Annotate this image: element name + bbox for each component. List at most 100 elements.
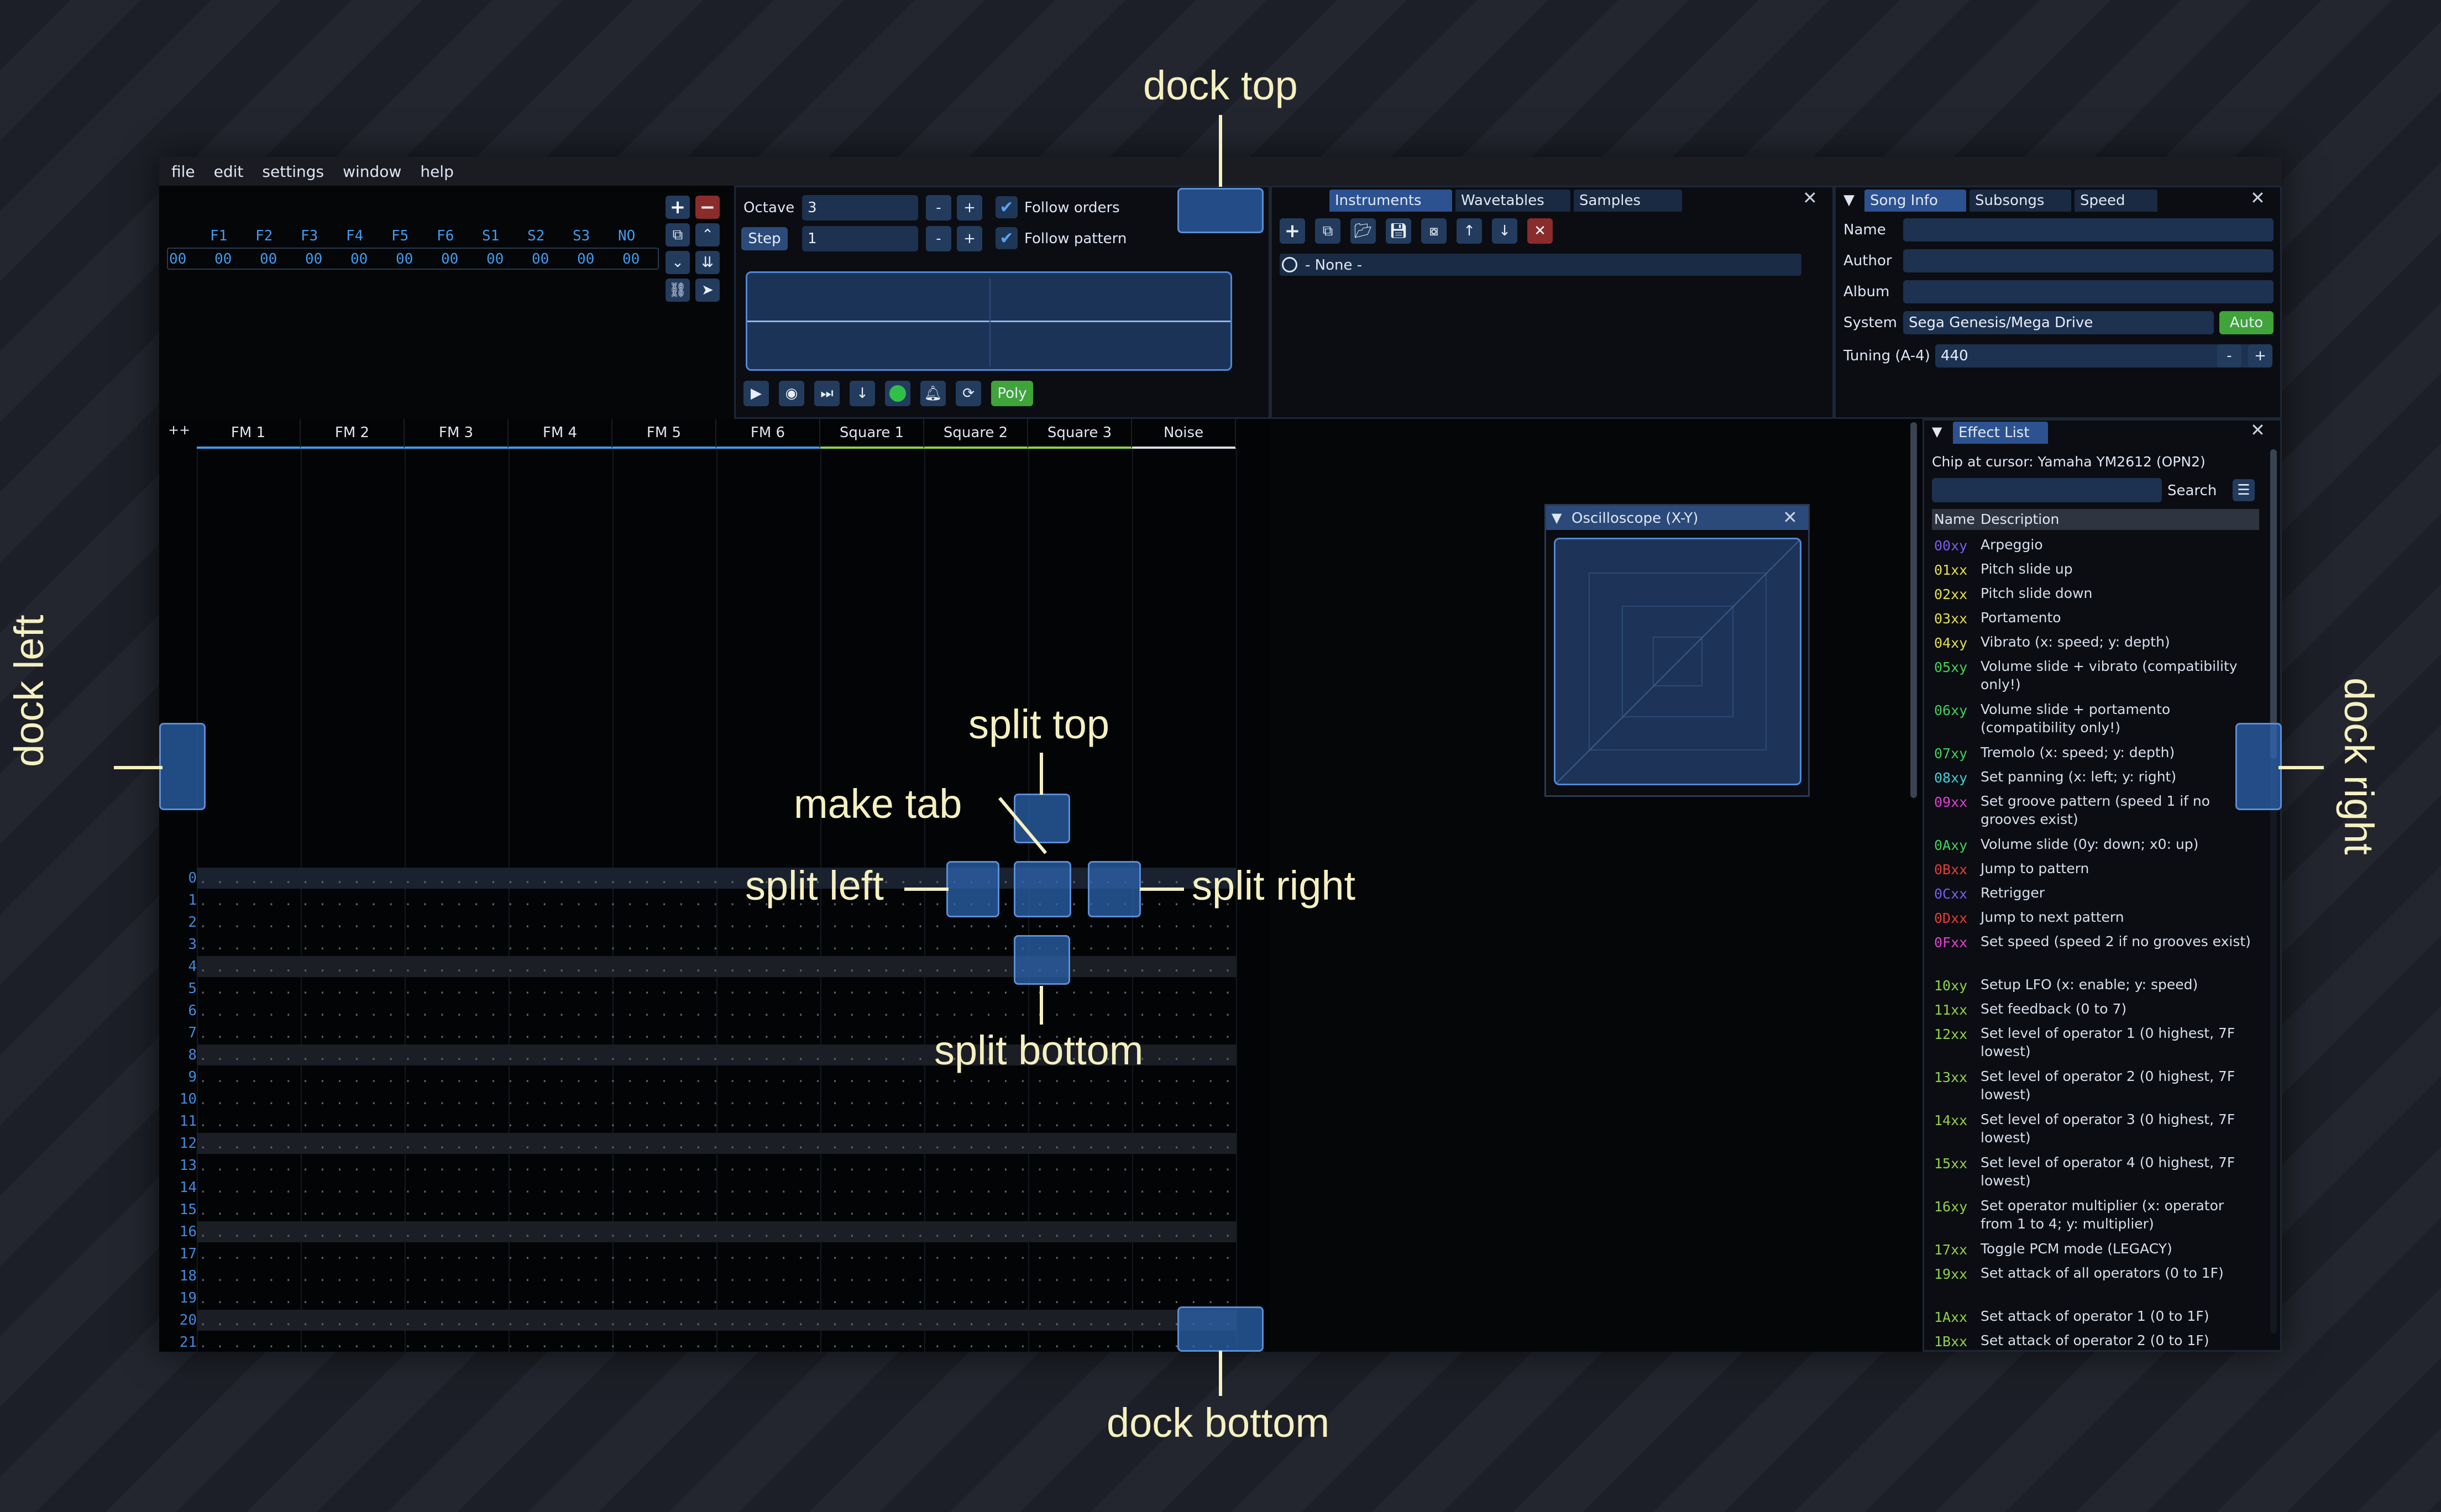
- play-icon[interactable]: ▶: [743, 381, 769, 406]
- move-up-icon[interactable]: ⌃: [695, 223, 720, 246]
- menu-icon[interactable]: ☰: [2233, 479, 2255, 501]
- close-icon[interactable]: ✕: [1783, 507, 1798, 528]
- follow-orders-checkbox[interactable]: ✔: [996, 196, 1018, 218]
- close-icon[interactable]: ✕: [1803, 187, 1817, 208]
- pattern-row[interactable]: . . . . . . . . . . . . . . . . . . . . …: [199, 1247, 1238, 1262]
- pattern-row[interactable]: . . . . . . . . . . . . . . . . . . . . …: [199, 871, 1238, 886]
- pattern-row[interactable]: . . . . . . . . . . . . . . . . . . . . …: [199, 1335, 1238, 1351]
- move-down-icon[interactable]: ⌄: [666, 251, 690, 274]
- tab-instruments[interactable]: Instruments: [1329, 190, 1452, 212]
- split-right-target[interactable]: [1088, 861, 1141, 917]
- dock-bottom-target[interactable]: [1177, 1306, 1264, 1352]
- edit-step-down-icon[interactable]: ↓: [850, 381, 875, 406]
- channel-header[interactable]: Noise: [1132, 419, 1236, 449]
- channel-header[interactable]: FM 3: [405, 419, 509, 449]
- order-cell[interactable]: 00: [214, 251, 232, 267]
- duplicate-instrument-icon[interactable]: ⧉: [1315, 218, 1340, 244]
- collapse-icon[interactable]: ▼: [1932, 424, 1942, 439]
- split-bottom-target[interactable]: [1014, 935, 1070, 985]
- pattern-row[interactable]: . . . . . . . . . . . . . . . . . . . . …: [199, 1004, 1238, 1019]
- pattern-row[interactable]: . . . . . . . . . . . . . . . . . . . . …: [199, 1313, 1238, 1329]
- pattern-row[interactable]: . . . . . . . . . . . . . . . . . . . . …: [199, 1180, 1238, 1196]
- make-tab-target[interactable]: [1014, 861, 1071, 917]
- play-from-cursor-icon[interactable]: ◉: [779, 381, 804, 406]
- order-cell[interactable]: 00: [486, 251, 504, 267]
- name-input[interactable]: [1903, 218, 2274, 242]
- follow-pattern-checkbox[interactable]: ✔: [996, 227, 1018, 249]
- auto-button[interactable]: Auto: [2219, 311, 2274, 334]
- pattern-row[interactable]: . . . . . . . . . . . . . . . . . . . . …: [199, 1070, 1238, 1085]
- effect-search-input[interactable]: [1932, 478, 2162, 502]
- octave-increase-button[interactable]: +: [957, 195, 982, 221]
- pattern-row[interactable]: . . . . . . . . . . . . . . . . . . . . …: [199, 1291, 1238, 1306]
- menu-settings[interactable]: settings: [262, 162, 324, 181]
- add-instrument-icon[interactable]: +: [1280, 218, 1305, 244]
- menu-window[interactable]: window: [343, 162, 402, 181]
- pattern-row[interactable]: . . . . . . . . . . . . . . . . . . . . …: [199, 915, 1238, 931]
- tuning-input[interactable]: 440: [1935, 344, 2261, 368]
- tab-samples[interactable]: Samples: [1574, 190, 1682, 212]
- order-cell[interactable]: 00: [396, 251, 413, 267]
- order-cell[interactable]: 00: [441, 251, 459, 267]
- system-input[interactable]: Sega Genesis/Mega Drive: [1903, 311, 2214, 334]
- hierarchy-icon[interactable]: ⧇: [1421, 218, 1447, 244]
- pattern-row[interactable]: . . . . . . . . . . . . . . . . . . . . …: [199, 1114, 1238, 1130]
- dock-top-target[interactable]: [1177, 188, 1264, 233]
- metronome-bell-icon[interactable]: 🔔︎: [920, 381, 946, 406]
- step-one-row-icon[interactable]: ⏭: [814, 381, 840, 406]
- pattern-row[interactable]: . . . . . . . . . . . . . . . . . . . . …: [199, 1203, 1238, 1218]
- step-decrease-button[interactable]: -: [926, 226, 951, 251]
- cursor-icon[interactable]: ➤: [695, 279, 720, 302]
- poly-button[interactable]: Poly: [991, 381, 1033, 406]
- pattern-corner-button[interactable]: ++: [168, 422, 191, 438]
- dock-right-target[interactable]: [2235, 723, 2282, 810]
- octave-input[interactable]: 3: [802, 195, 918, 221]
- add-order-button[interactable]: +: [666, 196, 690, 219]
- collapse-icon[interactable]: ▼: [1552, 510, 1562, 526]
- instrument-list-item[interactable]: - None -: [1280, 254, 1801, 276]
- step-input[interactable]: 1: [802, 226, 918, 251]
- octave-decrease-button[interactable]: -: [926, 195, 951, 221]
- step-increase-button[interactable]: +: [957, 226, 982, 251]
- tuning-up-button[interactable]: +: [2248, 344, 2272, 368]
- menu-file[interactable]: file: [171, 162, 195, 181]
- pattern-row[interactable]: . . . . . . . . . . . . . . . . . . . . …: [199, 1269, 1238, 1284]
- split-left-target[interactable]: [946, 861, 999, 917]
- delete-instrument-icon[interactable]: ✕: [1527, 218, 1553, 244]
- channel-header[interactable]: Square 2: [924, 419, 1028, 449]
- pattern-row[interactable]: . . . . . . . . . . . . . . . . . . . . …: [199, 1026, 1238, 1041]
- menu-help[interactable]: help: [420, 162, 454, 181]
- collapse-icon[interactable]: ▼: [1843, 192, 1855, 208]
- open-folder-icon[interactable]: 📂︎: [1350, 218, 1376, 244]
- pattern-row[interactable]: . . . . . . . . . . . . . . . . . . . . …: [199, 1048, 1238, 1063]
- arrow-up-icon[interactable]: ↑: [1457, 218, 1482, 244]
- pattern-row[interactable]: . . . . . . . . . . . . . . . . . . . . …: [199, 937, 1238, 953]
- link-icon[interactable]: ⛓: [666, 279, 690, 302]
- channel-header[interactable]: FM 1: [197, 419, 301, 449]
- order-cell[interactable]: 00: [350, 251, 368, 267]
- channel-header[interactable]: FM 5: [612, 419, 716, 449]
- order-cell[interactable]: 00: [305, 251, 323, 267]
- pattern-row[interactable]: . . . . . . . . . . . . . . . . . . . . …: [199, 981, 1238, 997]
- channel-header[interactable]: FM 2: [301, 419, 405, 449]
- channel-header[interactable]: Square 1: [820, 419, 924, 449]
- split-top-target[interactable]: [1014, 794, 1070, 843]
- order-cell[interactable]: 00: [169, 251, 187, 267]
- pattern-row[interactable]: . . . . . . . . . . . . . . . . . . . . …: [199, 893, 1238, 909]
- tab-effect-list[interactable]: Effect List: [1953, 422, 2048, 444]
- order-cell[interactable]: 00: [532, 251, 549, 267]
- scrollbar[interactable]: [2270, 449, 2277, 1334]
